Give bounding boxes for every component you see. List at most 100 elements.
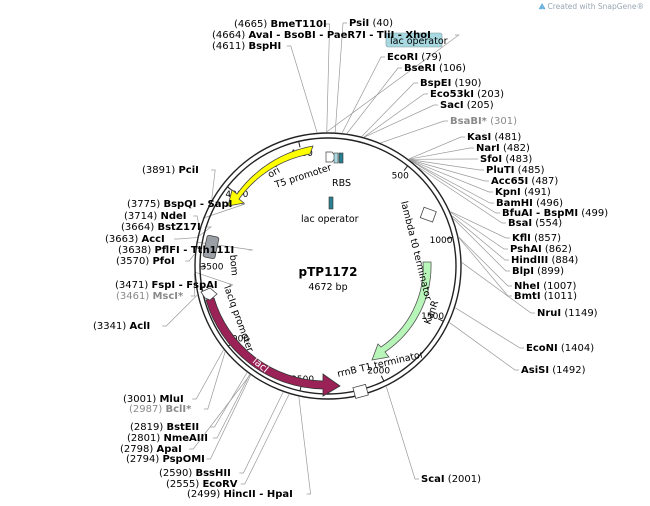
restriction-site-label[interactable]: BamHI (496) (496, 198, 563, 209)
restriction-site-label[interactable]: NruI (1149) (537, 308, 598, 319)
lac-operator-inner-label: lac operator (301, 214, 359, 225)
rbs-mark[interactable] (338, 152, 344, 164)
site-name: PluTI (486, 165, 514, 176)
leader-line (409, 159, 484, 171)
restriction-site-label[interactable]: (3714) NdeI (124, 211, 186, 222)
restriction-site-label[interactable]: BfuAI - BspMI (499) (502, 208, 608, 219)
restriction-site-label[interactable]: (3638) PflFI - Tth111I (118, 245, 234, 256)
site-position: (4664) (212, 30, 245, 41)
restriction-site-label[interactable]: ScaI (2001) (421, 474, 481, 485)
restriction-site-label[interactable]: (3775) BspQI - SapI (127, 199, 232, 210)
restriction-site-label[interactable]: (3461) MscI* (116, 291, 184, 302)
restriction-site-label[interactable]: (2555) EcoRV (166, 479, 238, 490)
leader-line (193, 215, 200, 229)
restriction-site-label[interactable]: (3664) BstZ17I (121, 222, 201, 233)
restriction-site-label[interactable]: (2794) PspOMI (126, 454, 205, 465)
leader-line (450, 211, 510, 239)
kanr-arrow[interactable] (371, 261, 432, 361)
restriction-site-label[interactable]: AsiSI (1492) (521, 365, 586, 376)
leader-line (410, 160, 494, 204)
site-name: Eco53kI (430, 89, 474, 100)
site-name: BspHI (248, 41, 281, 52)
restriction-site-label[interactable]: EcoNI (1404) (526, 343, 594, 354)
site-position: (1492) (552, 365, 585, 376)
restriction-site-label[interactable]: BseRI (106) (404, 63, 466, 74)
laci-arrow[interactable] (205, 297, 341, 397)
leader-line (202, 203, 246, 219)
lac-operator-mark-1[interactable] (333, 152, 339, 164)
site-position: (862) (545, 244, 572, 255)
site-name: SfoI (480, 154, 502, 165)
restriction-site-label[interactable]: (2590) BssHII (159, 468, 231, 479)
site-position: (2987) (129, 404, 162, 415)
leader-line (361, 82, 418, 137)
restriction-site-label[interactable]: (3570) PfoI (116, 256, 175, 267)
restriction-site-label[interactable]: (3341) AclI (93, 321, 150, 332)
restriction-site-label[interactable]: BspEI (190) (420, 78, 481, 89)
site-name: KpnI (495, 187, 521, 198)
site-position: (3570) (116, 256, 149, 267)
site-name: NruI (537, 308, 561, 319)
restriction-site-label[interactable]: (2801) NmeAIII (127, 433, 208, 444)
restriction-site-label[interactable]: SacI (205) (440, 100, 494, 111)
site-position: (79) (421, 52, 442, 63)
leader-line (189, 374, 251, 450)
site-position: (2801) (127, 433, 160, 444)
restriction-site-label[interactable]: Acc65I (487) (491, 176, 558, 187)
bom-box[interactable] (202, 234, 220, 260)
restriction-site-label[interactable]: (2819) BstEII (130, 422, 199, 433)
restriction-site-label[interactable]: (2798) ApaI (120, 444, 182, 455)
snapgene-credit: ⟁Created with SnapGene® (539, 2, 644, 12)
backbone-inner-ring (199, 137, 457, 395)
lac-operator-box-label: lac operator (390, 36, 448, 47)
restriction-site-label[interactable]: BmtI (1011) (514, 291, 577, 302)
site-name: AvaI - BsoBI - PaeR7I - TliI - XhoI (248, 30, 430, 41)
site-position: (884) (551, 255, 578, 266)
leader-line (213, 374, 250, 439)
restriction-site-label[interactable]: PluTI (485) (486, 165, 545, 176)
restriction-site-label[interactable]: BlpI (899) (512, 266, 564, 277)
restriction-site-label[interactable]: (3663) AccI (105, 234, 165, 245)
site-position: (4611) (212, 41, 245, 52)
restriction-site-label[interactable]: EcoRI (79) (387, 52, 442, 63)
site-name: NarI (476, 143, 500, 154)
restriction-site-label[interactable]: KasI (481) (467, 132, 521, 143)
site-name: PshAI (510, 244, 542, 255)
restriction-site-label[interactable]: NarI (482) (476, 143, 530, 154)
restriction-site-label[interactable]: Eco53kI (203) (430, 89, 504, 100)
restriction-site-label[interactable]: NheI (1007) (514, 281, 577, 292)
leader-line (455, 307, 524, 349)
ori-arrow[interactable] (227, 145, 314, 207)
lac-operator-box[interactable] (385, 32, 443, 48)
restriction-site-label[interactable]: PsiI (40) (349, 18, 393, 29)
site-name: AclI (129, 321, 150, 332)
restriction-site-label[interactable]: (2499) HincII - HpaI (187, 489, 293, 500)
restriction-site-label[interactable]: (3471) FspI - FspAI (115, 280, 218, 291)
lac-operator-mark-2[interactable] (328, 196, 334, 210)
site-position: (301) (490, 116, 517, 127)
rrnb-terminator-box[interactable] (352, 383, 369, 399)
restriction-site-label[interactable]: (3891) PciI (142, 165, 199, 176)
restriction-site-label[interactable]: SfoI (483) (480, 154, 532, 165)
site-position: (483) (505, 154, 532, 165)
site-position: (3001) (123, 394, 156, 405)
leader-line (363, 93, 428, 138)
restriction-site-label[interactable]: BsaBI* (301) (450, 116, 517, 127)
restriction-site-label[interactable]: (3001) MluI (123, 394, 184, 405)
site-name: BstEII (166, 422, 199, 433)
leader-line (190, 273, 196, 297)
restriction-site-label[interactable]: BsaI (554) (508, 218, 562, 229)
site-position: (3775) (127, 199, 160, 210)
restriction-site-label[interactable]: (2987) BclI* (129, 404, 192, 415)
laciq-promoter-arrow[interactable] (200, 287, 218, 301)
site-name: ApaI (156, 444, 181, 455)
lambda-terminator-box[interactable] (419, 206, 437, 223)
restriction-site-label[interactable]: PshAI (862) (510, 244, 572, 255)
restriction-site-label[interactable]: (4665) BmeT110I (234, 19, 327, 30)
restriction-site-label[interactable]: KpnI (491) (495, 187, 551, 198)
restriction-site-label[interactable]: (4611) BspHI (212, 41, 281, 52)
restriction-site-label[interactable]: KflI (857) (512, 233, 561, 244)
restriction-site-label[interactable]: HindIII (884) (511, 255, 578, 266)
restriction-site-label[interactable]: (4664) AvaI - BsoBI - PaeR7I - TliI - Xh… (212, 30, 431, 41)
